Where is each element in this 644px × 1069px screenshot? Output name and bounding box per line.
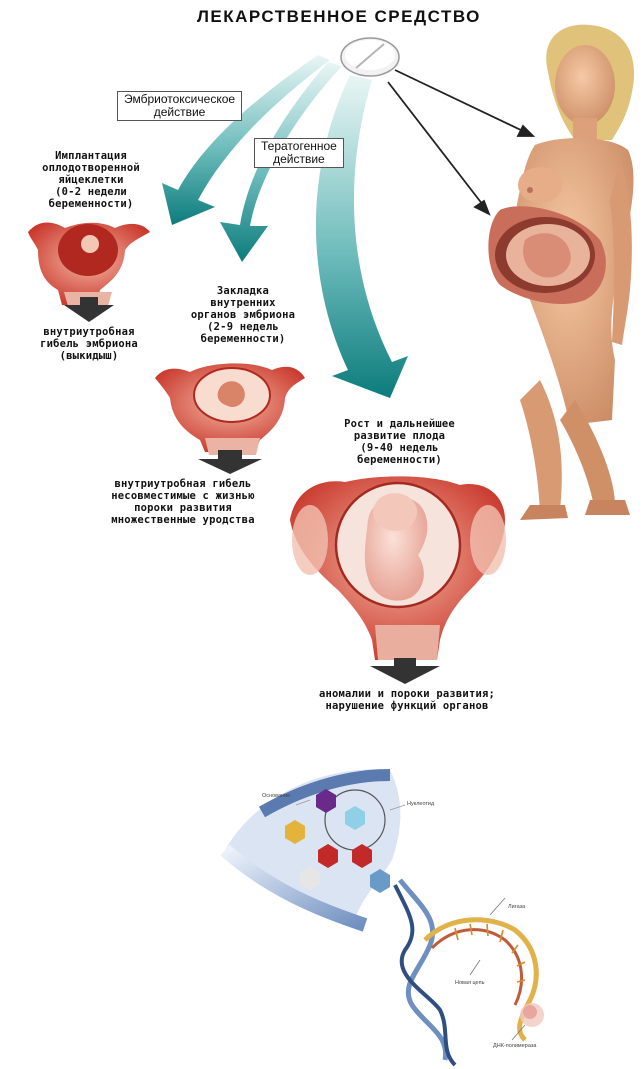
stage-1-outcome: внутриутробная гибель эмбриона (выкидыш) <box>14 326 164 362</box>
uterus-stage-2 <box>155 363 305 455</box>
stage-3-outcome: аномалии и пороки развития; нарушение фу… <box>282 688 532 712</box>
uterus-stage-3 <box>290 476 506 660</box>
teal-arrow-right <box>316 75 408 398</box>
teratogenic-label: Тератогенное действие <box>254 138 344 168</box>
dna-label-base: Основание <box>262 793 290 799</box>
woman-figure <box>488 25 634 520</box>
stage-3-period: Рост и дальнейшее развитие плода (9-40 н… <box>312 418 487 466</box>
embryotoxic-label: Эмбриотоксическое действие <box>117 91 242 121</box>
uterus-stage-1 <box>28 223 150 307</box>
stage-2-outcome: внутриутробная гибель несовместимые с жи… <box>78 478 288 526</box>
dna-label-new-chain: Новая цепь <box>455 980 484 986</box>
stage-2-period: Закладка внутренних органов эмбриона (2-… <box>168 285 318 345</box>
arrow-to-woman <box>388 70 533 214</box>
dna-label-ligase: Лигаза <box>508 904 525 910</box>
pill-icon <box>341 38 399 76</box>
page-title: ЛЕКАРСТВЕННОЕ СРЕДСТВО <box>197 7 481 27</box>
dna-illustration <box>225 769 544 1065</box>
dna-label-polymerase: ДНК-полимераза <box>493 1043 536 1049</box>
dna-label-nucleotide: Нуклеотид <box>407 801 434 807</box>
down-arrow-3 <box>370 658 440 684</box>
stage-1-period: Имплантация оплодотворенной яйцеклетки (… <box>26 150 156 210</box>
